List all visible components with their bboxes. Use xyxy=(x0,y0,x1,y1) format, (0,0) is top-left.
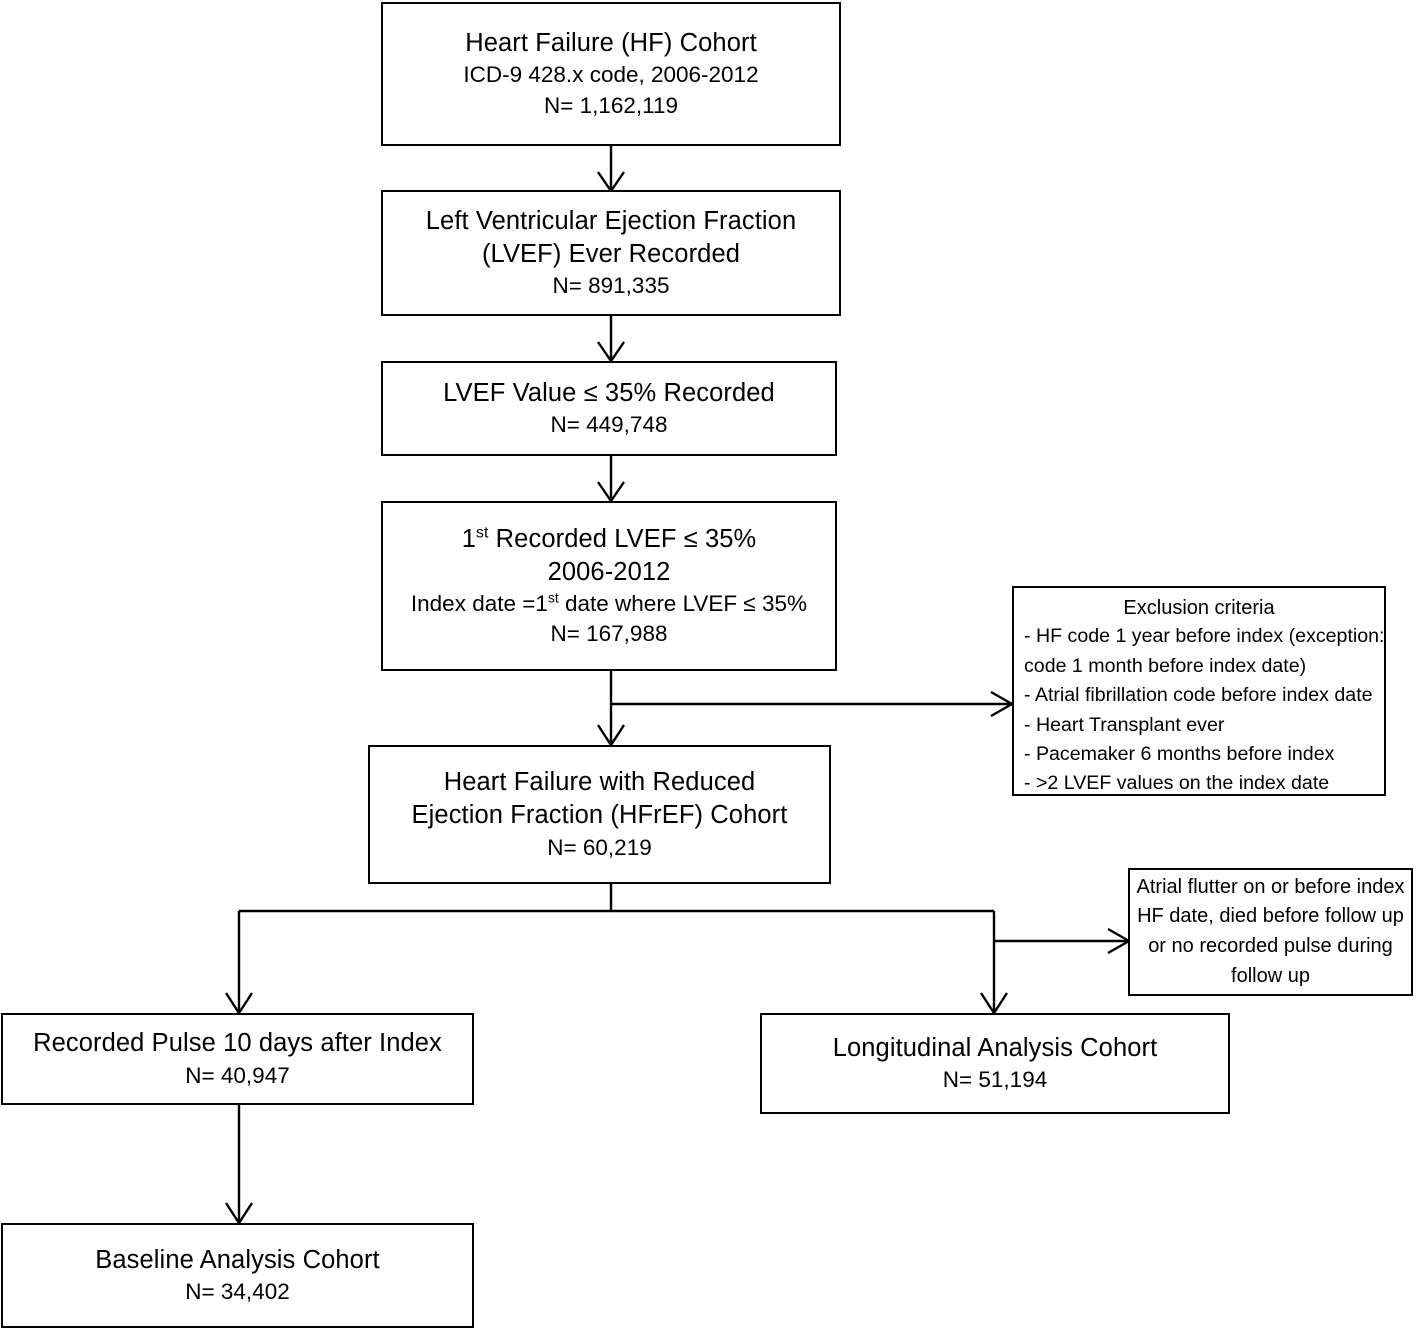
flutter-line: follow up xyxy=(1231,964,1310,987)
first-lvef-title-sup: st xyxy=(475,524,489,542)
node-exclusion-criteria[interactable]: Exclusion criteria - HF code 1 year befo… xyxy=(1012,586,1386,796)
first-lvef-count: N= 167,988 xyxy=(550,621,668,647)
lvef-35-title: LVEF Value ≤ 35% Recorded xyxy=(443,378,775,407)
exclusion-criteria-list: - HF code 1 year before index (exception… xyxy=(1024,622,1385,798)
node-baseline-cohort[interactable]: Baseline Analysis Cohort N= 34,402 xyxy=(1,1223,474,1328)
hf-cohort-count: N= 1,162,119 xyxy=(543,92,679,118)
node-atrial-flutter-exclusion[interactable]: Atrial flutter on or before index HF dat… xyxy=(1128,868,1413,996)
flutter-line: Atrial flutter on or before index xyxy=(1136,875,1405,898)
arrowhead-split-to-flutter xyxy=(1107,927,1132,955)
arrowhead-split-to-pulse xyxy=(224,992,254,1016)
first-lvef-index-pre: Index date =1 xyxy=(410,591,548,616)
first-lvef-title-pre: 1 xyxy=(461,524,476,553)
lvef-recorded-title-line2: (LVEF) Ever Recorded xyxy=(481,239,741,268)
lvef-recorded-title-line1: Left Ventricular Ejection Fraction xyxy=(425,206,797,235)
baseline-title: Baseline Analysis Cohort xyxy=(95,1245,380,1274)
baseline-count: N= 34,402 xyxy=(185,1279,290,1304)
node-hf-cohort[interactable]: Heart Failure (HF) Cohort ICD-9 428.x co… xyxy=(381,2,841,146)
arrowhead-firstlvef-to-exclusion xyxy=(990,690,1015,718)
exclusion-item: code 1 month before index date) xyxy=(1024,654,1307,677)
node-longitudinal-cohort[interactable]: Longitudinal Analysis Cohort N= 51,194 xyxy=(760,1013,1230,1114)
node-hfref-cohort[interactable]: Heart Failure with Reduced Ejection Frac… xyxy=(368,745,831,884)
exclusion-item: - Pacemaker 6 months before index xyxy=(1024,742,1335,765)
arrowhead-firstlvef-to-hfref xyxy=(596,724,626,748)
arrowhead-pulse-to-baseline xyxy=(224,1202,254,1226)
exclusion-item: - HF code 1 year before index (exception… xyxy=(1024,625,1385,648)
hfref-title-line2: Ejection Fraction (HFrEF) Cohort xyxy=(411,801,788,830)
node-lvef-ever-recorded[interactable]: Left Ventricular Ejection Fraction (LVEF… xyxy=(381,190,841,316)
exclusion-criteria-heading: Exclusion criteria xyxy=(1123,597,1275,619)
hf-cohort-title: Heart Failure (HF) Cohort xyxy=(465,29,757,58)
node-lvef-value-35[interactable]: LVEF Value ≤ 35% Recorded N= 449,748 xyxy=(381,361,837,456)
first-lvef-index-date: Index date =1st date where LVEF ≤ 35% xyxy=(383,589,835,619)
recorded-pulse-title: Recorded Pulse 10 days after Index xyxy=(33,1029,442,1058)
node-recorded-pulse[interactable]: Recorded Pulse 10 days after Index N= 40… xyxy=(1,1013,474,1105)
arrowhead-hf-to-lvef xyxy=(597,171,625,194)
exclusion-item: - Heart Transplant ever xyxy=(1024,713,1225,736)
longitudinal-title: Longitudinal Analysis Cohort xyxy=(832,1033,1158,1062)
exclusion-item: - >2 LVEF values on the index date xyxy=(1024,772,1330,795)
first-lvef-title-line2: 2006-2012 xyxy=(547,557,671,586)
recorded-pulse-count: N= 40,947 xyxy=(185,1062,290,1088)
arrowhead-lvef-to-lvef35 xyxy=(597,341,625,364)
longitudinal-count: N= 51,194 xyxy=(942,1067,1048,1092)
first-lvef-title-line1: 1st Recorded LVEF ≤ 35% xyxy=(383,523,835,556)
exclusion-item: - Atrial fibrillation code before index … xyxy=(1024,684,1373,707)
first-lvef-title-post: Recorded LVEF ≤ 35% xyxy=(488,524,757,553)
node-first-recorded-lvef[interactable]: 1st Recorded LVEF ≤ 35% 2006-2012 Index … xyxy=(381,501,837,671)
hfref-title-line1: Heart Failure with Reduced xyxy=(443,768,756,797)
hf-cohort-subtitle: ICD-9 428.x code, 2006-2012 xyxy=(463,62,759,88)
lvef-35-count: N= 449,748 xyxy=(550,412,668,437)
flutter-line: HF date, died before follow up xyxy=(1137,905,1404,928)
first-lvef-index-sup: st xyxy=(547,589,559,606)
hfref-count: N= 60,219 xyxy=(547,834,652,860)
lvef-recorded-count: N= 891,335 xyxy=(552,273,670,299)
first-lvef-index-post: date where LVEF ≤ 35% xyxy=(558,591,808,616)
arrowhead-split-to-longitudinal xyxy=(979,992,1009,1016)
arrowhead-lvef35-to-firstlvef xyxy=(597,481,625,504)
flutter-line: or no recorded pulse during xyxy=(1148,935,1393,957)
